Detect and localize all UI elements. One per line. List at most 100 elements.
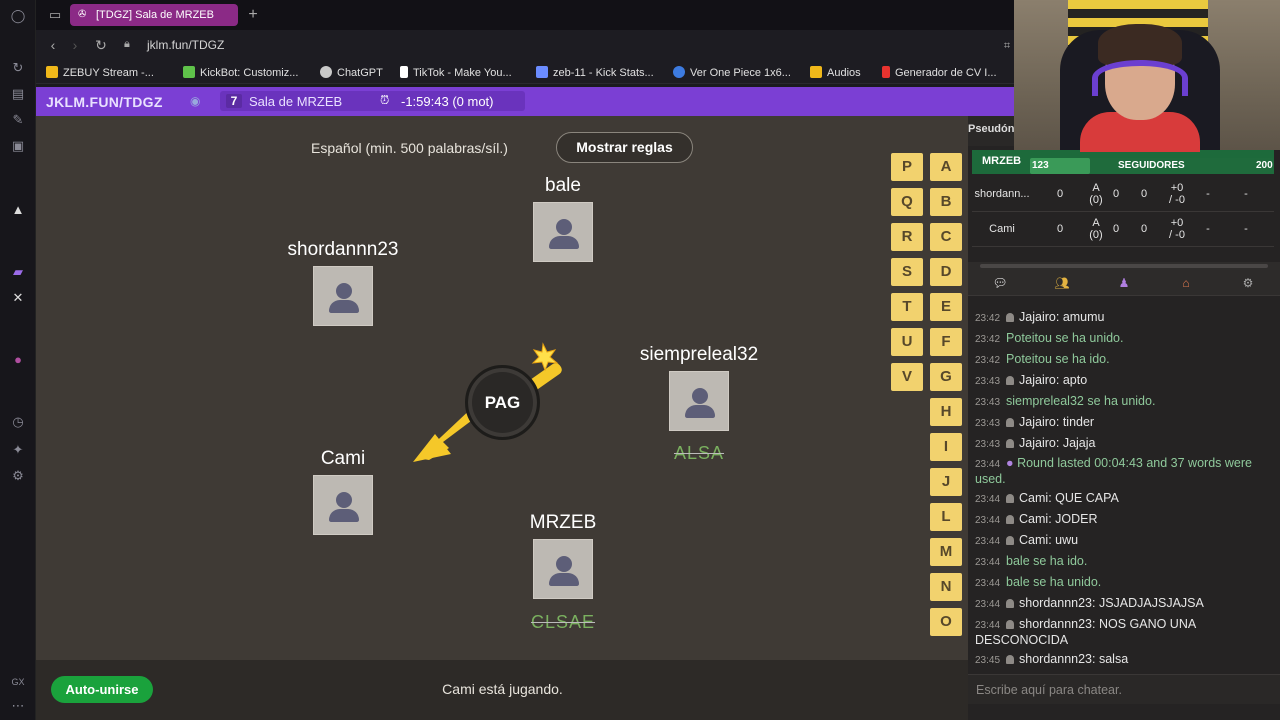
bookmark-favicon-icon <box>810 66 822 78</box>
new-tab-button[interactable]: + <box>248 6 258 23</box>
letter-tile: N <box>930 573 962 601</box>
rail-history-icon[interactable]: ◷ <box>12 414 24 429</box>
bookmark-item[interactable]: ZEBUY Stream -... <box>46 66 154 79</box>
rail-bag-icon[interactable]: ▤ <box>11 86 25 101</box>
followers-goal: 200 <box>1256 160 1273 171</box>
bookmark-item[interactable]: Ver One Piece 1x6... <box>673 66 791 79</box>
spark-icon <box>531 342 559 372</box>
player-name: siempreleal32 <box>639 344 759 365</box>
scoreboard-row: shordann... 0 A (0) 0 0 +0 / -0 - - <box>972 178 1274 212</box>
room-info <box>220 91 525 111</box>
followers-goal-bar <box>1030 158 1274 174</box>
letter-tile: J <box>930 468 962 496</box>
rail-extensions-icon[interactable]: ✦ <box>12 442 24 457</box>
players-tab-icon[interactable]: 👥︎ <box>1054 276 1070 290</box>
forward-icon[interactable]: › <box>72 37 78 53</box>
user-icon <box>1006 536 1015 545</box>
bookmark-item[interactable]: Audios <box>810 66 861 79</box>
room-tab-icon[interactable]: ⌂ <box>1182 276 1190 290</box>
rail-twitch-icon[interactable]: ▰ <box>13 264 23 279</box>
letter-tile: I <box>930 433 962 461</box>
bookmark-item[interactable]: KickBot: Customiz... <box>183 66 298 79</box>
bookmark-favicon-icon <box>46 66 58 78</box>
tab-favicon-icon: ✇ <box>78 9 87 20</box>
bookmark-favicon-icon <box>536 66 548 78</box>
bookmark-item[interactable]: Generador de CV I... <box>882 66 997 79</box>
side-panel <box>968 116 1280 720</box>
game-header <box>36 87 1016 116</box>
rail-settings-icon[interactable]: ⚙ <box>12 468 24 483</box>
user-icon <box>1006 494 1015 503</box>
bookmark-favicon-icon <box>673 66 685 78</box>
reload-icon[interactable]: ↻ <box>95 37 107 53</box>
browser-sidebar: ◯ ↻ ▤ ✎ ▣ ▲ ▰ ✕ ● ◷ ✦ ⚙ GX ⋯ <box>0 0 36 720</box>
tab-switcher-icon[interactable]: ▭ <box>48 7 62 22</box>
tab-active[interactable]: ✇ [TDGZ] Sala de MRZEB <box>70 4 238 26</box>
letter-tile: L <box>930 503 962 531</box>
back-icon[interactable]: ‹ <box>50 37 56 53</box>
bomb-icon <box>465 365 540 440</box>
chat-tab-icon[interactable]: 💬︎ <box>992 276 1008 290</box>
scrollbar-thumb[interactable] <box>980 264 1268 268</box>
url-field[interactable]: jklm.fun/TDGZ <box>147 38 225 52</box>
user-icon <box>1006 313 1015 322</box>
letter-tile: A <box>930 153 962 181</box>
bookmark-favicon-icon <box>400 66 408 78</box>
opera-logo-icon[interactable]: ◯ <box>10 8 26 23</box>
address-bar-row <box>36 30 1016 60</box>
rail-music-icon[interactable]: ● <box>14 352 22 367</box>
rail-edit-icon[interactable]: ✎ <box>12 112 24 127</box>
letter-tile: H <box>930 398 962 426</box>
bookmark-favicon-icon <box>320 66 332 78</box>
scoreboard-row: Cami 0 A (0) 0 0 +0 / -0 - - <box>972 213 1274 247</box>
bookmark-item[interactable]: TikTok - Make You... <box>400 66 512 79</box>
show-rules-button[interactable]: Mostrar reglas <box>556 132 693 163</box>
chat-input[interactable]: Escribe aquí para chatear. <box>968 674 1280 704</box>
letter-tile: G <box>930 363 962 391</box>
bookmark-favicon-icon <box>882 66 890 78</box>
last-word: CLSAE <box>530 612 596 632</box>
settings-tab-icon[interactable]: ⚙ <box>1242 276 1254 290</box>
letter-tile: U <box>891 328 923 356</box>
party-tab-icon[interactable]: ♟ <box>1118 276 1130 290</box>
site-title[interactable]: JKLM.FUN/TDGZ <box>46 94 163 110</box>
user-icon <box>1006 620 1015 629</box>
letter-tile: D <box>930 258 962 286</box>
followers-label: SEGUIDORES <box>1118 160 1185 171</box>
tab-title: [TDGZ] Sala de MRZEB <box>96 9 214 21</box>
rail-gx-icon[interactable]: GX <box>11 677 25 687</box>
letter-tile: T <box>891 293 923 321</box>
capture-icon[interactable]: ⌗ <box>1003 40 1011 52</box>
user-icon <box>1006 599 1015 608</box>
letter-tile: R <box>891 223 923 251</box>
letter-tile: V <box>891 363 923 391</box>
round-icon: ● <box>1006 456 1014 470</box>
last-word: ALSA <box>673 443 725 463</box>
avatar <box>313 475 373 535</box>
rail-x-icon[interactable]: ✕ <box>12 290 24 305</box>
rail-aria-icon[interactable]: ▲ <box>11 202 25 217</box>
rail-more-icon[interactable]: ⋯ <box>11 698 25 713</box>
lock-icon: 🔒︎ <box>124 38 130 50</box>
player-name: MRZEB <box>529 512 597 533</box>
auto-join-button[interactable]: Auto-unirse <box>51 676 153 703</box>
rail-refresh-icon[interactable]: ↻ <box>12 60 24 75</box>
letter-tile: B <box>930 188 962 216</box>
panel-tabs <box>968 270 1280 296</box>
avatar <box>533 202 593 262</box>
bookmark-item[interactable]: ChatGPT <box>320 66 383 79</box>
bookmark-item[interactable]: zeb-11 - Kick Stats... <box>536 66 654 79</box>
user-icon <box>1006 515 1015 524</box>
rail-mail-icon[interactable]: ▣ <box>11 138 25 153</box>
